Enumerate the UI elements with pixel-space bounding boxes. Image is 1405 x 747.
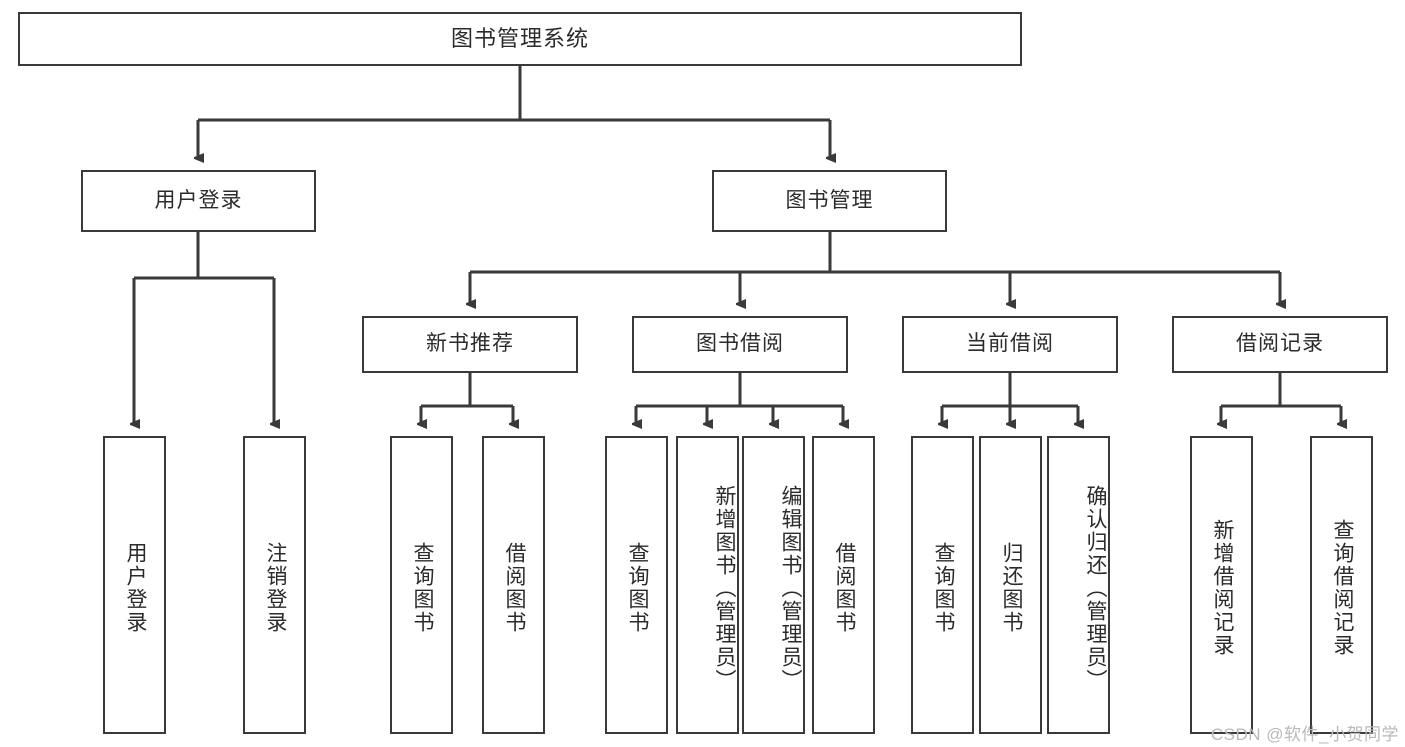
node-label: 图书借阅 xyxy=(696,332,784,356)
node-label: 借阅图书 xyxy=(502,542,526,634)
node-label: 新增借阅记录 xyxy=(1210,519,1234,657)
leaf-user-login[interactable]: 用户登录 xyxy=(103,436,166,734)
node-root-system[interactable]: 图书管理系统 xyxy=(18,12,1022,66)
node-label: 编辑图书（管理员） xyxy=(779,484,802,692)
leaf-add-book-admin[interactable]: 新增图书（管理员） xyxy=(676,436,739,734)
node-current-borrow[interactable]: 当前借阅 xyxy=(902,316,1118,373)
node-label: 归还图书 xyxy=(999,542,1023,634)
node-label: 确认归还（管理员） xyxy=(1084,484,1107,692)
node-label: 当前借阅 xyxy=(966,332,1054,356)
node-label: 借阅图书 xyxy=(832,542,856,634)
leaf-query-borrow-record[interactable]: 查询借阅记录 xyxy=(1310,436,1373,734)
node-label: 查询图书 xyxy=(410,542,434,634)
node-label: 用户登录 xyxy=(123,542,147,634)
leaf-query-book-recommend[interactable]: 查询图书 xyxy=(390,436,453,734)
leaf-query-book-borrow[interactable]: 查询图书 xyxy=(605,436,668,734)
leaf-borrow-book[interactable]: 借阅图书 xyxy=(812,436,875,734)
leaf-logout[interactable]: 注销登录 xyxy=(243,436,306,734)
node-label: 注销登录 xyxy=(263,542,287,634)
leaf-confirm-return-admin[interactable]: 确认归还（管理员） xyxy=(1047,436,1110,734)
node-borrow-record[interactable]: 借阅记录 xyxy=(1172,316,1388,373)
node-user-login[interactable]: 用户登录 xyxy=(81,170,316,232)
leaf-borrow-book-recommend[interactable]: 借阅图书 xyxy=(482,436,545,734)
leaf-return-book[interactable]: 归还图书 xyxy=(979,436,1042,734)
node-label: 新书推荐 xyxy=(426,332,514,356)
node-label: 图书管理 xyxy=(785,188,874,212)
node-new-book-recommend[interactable]: 新书推荐 xyxy=(362,316,578,373)
node-label: 查询图书 xyxy=(931,542,955,634)
node-label: 查询借阅记录 xyxy=(1330,519,1354,657)
node-label: 用户登录 xyxy=(154,188,243,212)
leaf-add-borrow-record[interactable]: 新增借阅记录 xyxy=(1190,436,1253,734)
node-label: 查询图书 xyxy=(625,542,649,634)
watermark-text: CSDN @软件_小贺同学 xyxy=(1210,725,1399,744)
leaf-query-book-current[interactable]: 查询图书 xyxy=(911,436,974,734)
leaf-edit-book-admin[interactable]: 编辑图书（管理员） xyxy=(742,436,805,734)
node-book-borrow[interactable]: 图书借阅 xyxy=(632,316,848,373)
node-label: 借阅记录 xyxy=(1236,332,1324,356)
node-book-manage[interactable]: 图书管理 xyxy=(712,170,947,232)
node-label: 新增图书（管理员） xyxy=(713,484,736,692)
node-label: 图书管理系统 xyxy=(450,25,589,51)
